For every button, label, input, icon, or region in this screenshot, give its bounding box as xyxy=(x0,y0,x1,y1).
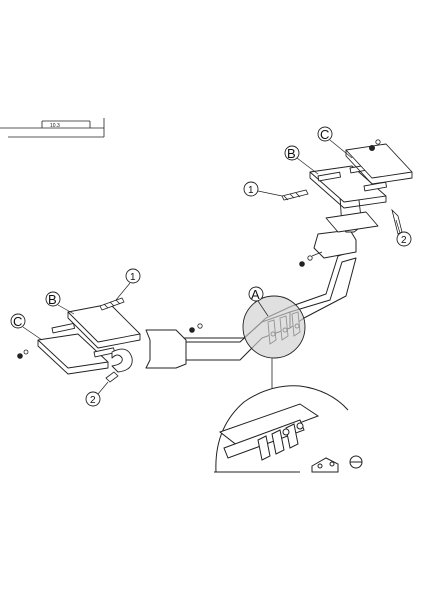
callout-2-left-label: 2 xyxy=(90,395,96,406)
callout-b-left-label: B xyxy=(48,292,57,307)
callout-2-left: 2 xyxy=(85,381,109,407)
title-block xyxy=(0,118,105,138)
detail-highlight-circle xyxy=(242,295,306,359)
right-hardware xyxy=(281,139,403,267)
callout-c-left-label: C xyxy=(13,314,22,329)
callout-c-left: C xyxy=(10,313,43,341)
callout-a-center: A xyxy=(248,286,269,317)
callout-c-right-label: C xyxy=(320,127,329,142)
callout-1-left: 1 xyxy=(115,268,141,301)
callout-1-right-label: 1 xyxy=(248,185,254,196)
callout-c-right: C xyxy=(317,126,353,159)
left-bracket-assembly xyxy=(37,303,141,375)
left-hardware xyxy=(17,297,203,383)
callout-b-right: B xyxy=(284,145,319,175)
detail-view xyxy=(214,385,363,473)
title-block-code: 10.3 xyxy=(50,123,60,129)
callout-2-right: 2 xyxy=(395,219,412,247)
callout-b-left: B xyxy=(45,291,75,315)
callout-1-left-label: 1 xyxy=(130,272,136,283)
callout-2-right-label: 2 xyxy=(401,235,407,246)
right-bracket-assembly xyxy=(309,143,413,233)
callout-b-right-label: B xyxy=(287,146,296,161)
callout-a-center-label: A xyxy=(251,287,260,302)
callout-1-right: 1 xyxy=(243,181,283,197)
